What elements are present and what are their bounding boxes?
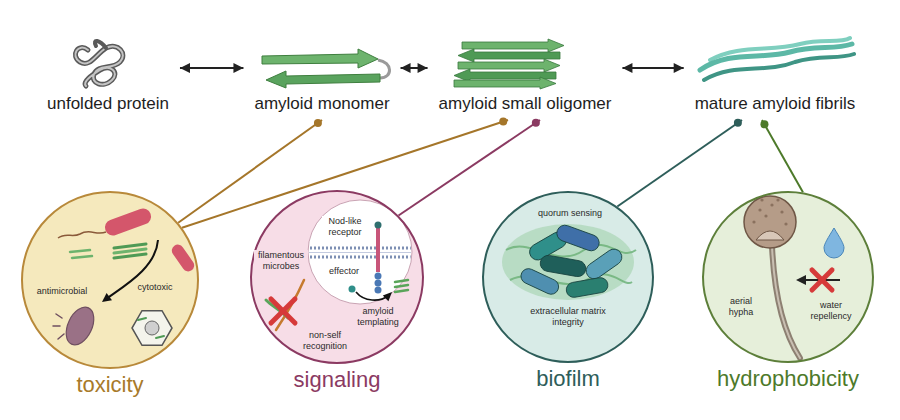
hydrophobicity-picture — [744, 196, 844, 358]
circle-outline — [702, 191, 874, 363]
leader-dot — [532, 119, 540, 127]
connector — [617, 119, 742, 207]
connector — [178, 119, 322, 223]
stage-label: amyloid small oligomer — [439, 94, 612, 114]
circle-ground — [703, 192, 873, 362]
circle-outline — [21, 191, 199, 369]
leader-dot — [734, 119, 742, 127]
function-circle: antimicrobialcytotoxictoxicity — [21, 191, 199, 405]
monomer-icon — [262, 49, 390, 88]
stage-node: amyloid small oligomer — [434, 32, 617, 120]
function-heading: biofilm — [462, 366, 674, 392]
picture-label: aerial hypha — [722, 296, 760, 318]
picture-label: water repellency — [804, 300, 858, 322]
arrow-head — [674, 63, 684, 73]
picture-label: amyloid templating — [352, 306, 404, 328]
circle-outline — [483, 192, 653, 362]
circle-outline — [251, 191, 423, 363]
fibril-icon — [700, 38, 854, 80]
function-circle: quorum sensing extracellular matrix integ… — [482, 191, 654, 399]
picture-label: filamentous microbes — [254, 250, 308, 272]
connector-line — [762, 120, 803, 192]
stage-node: mature amyloid fibrils — [690, 32, 861, 120]
arrow-head — [418, 63, 428, 73]
stage-node: unfolded protein — [42, 32, 174, 120]
connector-line — [399, 120, 540, 215]
arrow-head — [401, 63, 411, 73]
circle-ground — [483, 192, 653, 362]
picture-label: effector — [324, 266, 364, 277]
leader-dot — [314, 119, 322, 127]
arrow-head — [180, 63, 190, 73]
connector — [401, 63, 428, 73]
leader-dot — [760, 120, 768, 128]
toxicity-picture — [53, 206, 197, 349]
function-heading: signaling — [230, 367, 444, 393]
connector — [622, 63, 683, 73]
picture-label: non-self recognition — [298, 330, 352, 352]
circle-ground — [251, 191, 423, 363]
connector — [399, 119, 540, 216]
connector — [182, 118, 508, 228]
biofilm-picture — [502, 223, 636, 300]
circle-ground — [22, 192, 198, 368]
function-circle: aerial hyphawater repellencyhydrophobici… — [702, 191, 874, 399]
picture-label: quorum sensing — [532, 208, 608, 219]
stage-label: amyloid monomer — [254, 94, 389, 114]
connector — [180, 63, 243, 73]
stage-node: amyloid monomer — [249, 32, 394, 120]
stage-label: mature amyloid fibrils — [695, 94, 856, 114]
connector — [760, 120, 802, 192]
picture-label: antimicrobial — [30, 286, 94, 297]
function-circle: Nod-like receptor filamentous microbes eff… — [250, 190, 424, 400]
oligomer-icon — [454, 39, 564, 89]
function-heading: hydrophobicity — [682, 366, 894, 392]
circle-outline — [22, 192, 198, 368]
connector-line — [617, 120, 742, 207]
arrow-head — [233, 63, 243, 73]
leader-dot — [499, 118, 507, 126]
picture-label: extracellular matrix integrity — [518, 306, 618, 328]
function-heading: toxicity — [1, 372, 219, 398]
stage-label: unfolded protein — [47, 94, 169, 114]
circle-outline — [703, 192, 873, 362]
picture-label: Nod-like receptor — [322, 216, 368, 238]
picture-label: cytotoxic — [132, 282, 178, 293]
unfolded-protein-icon — [75, 41, 122, 86]
connector-line — [178, 120, 322, 223]
arrow-head — [622, 63, 632, 73]
